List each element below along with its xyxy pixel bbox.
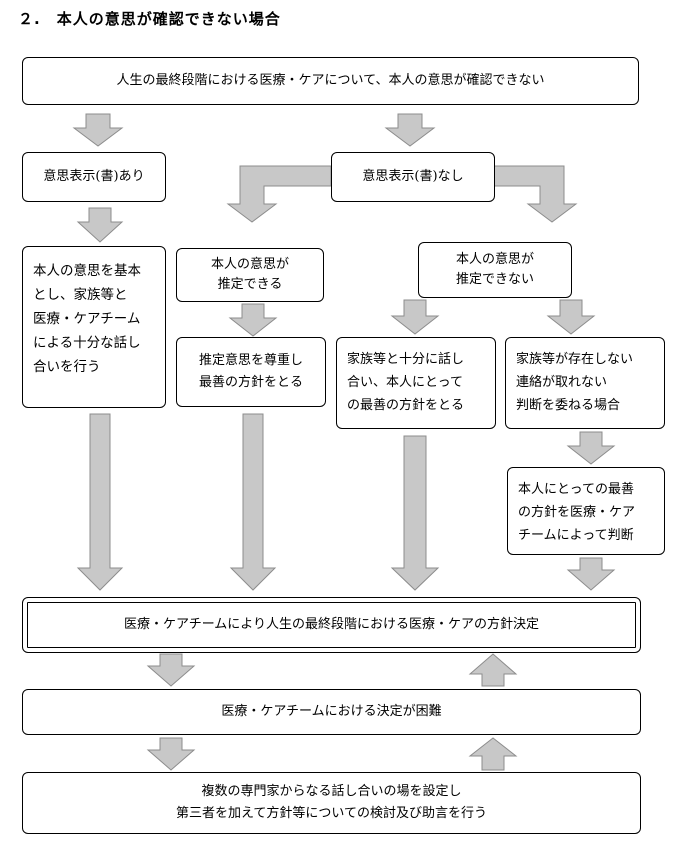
arrow-down-icon bbox=[229, 413, 277, 591]
estimable-line: 本人の意思が bbox=[210, 257, 289, 272]
arrow-down-icon bbox=[566, 557, 616, 591]
not-estimable-line: 本人の意思が bbox=[455, 252, 534, 267]
arrow-up-icon bbox=[468, 737, 518, 771]
decision-difficult-box: 医療・ケアチームにおける決定が困難 bbox=[22, 689, 641, 735]
respect-intent-line: 推定意思を尊重し bbox=[198, 353, 303, 368]
no-family-box: 家族等が存在しない 連絡が取れない 判断を委ねる場合 bbox=[505, 337, 665, 429]
declaration-yes-text: 意思表示(書)あり bbox=[43, 169, 145, 184]
arrow-up-icon bbox=[468, 653, 518, 687]
no-family-line: 家族等が存在しない bbox=[516, 352, 634, 367]
declaration-no-box: 意思表示(書)なし bbox=[331, 152, 495, 202]
declaration-no-text: 意思表示(書)なし bbox=[362, 169, 464, 184]
top-box-text: 人生の最終段階における医療・ケアについて、本人の意思が確認できない bbox=[116, 73, 545, 88]
arrow-down-icon bbox=[76, 207, 124, 243]
arrow-down-icon bbox=[146, 653, 196, 687]
section-heading: ２. 本人の意思が確認できない場合 bbox=[18, 10, 281, 28]
team-judgement-line: チームによって判断 bbox=[518, 528, 634, 543]
estimable-line: 推定できる bbox=[217, 277, 283, 292]
arrow-down-icon bbox=[566, 431, 616, 465]
team-judgement-line: の方針を医療・ケア bbox=[518, 505, 636, 520]
arrow-down-icon bbox=[546, 299, 596, 335]
arrow-down-icon bbox=[390, 299, 440, 335]
respect-intent-line: 最善の方針をとる bbox=[198, 375, 303, 390]
family-discussion-line: 家族等と十分に話し bbox=[347, 352, 465, 367]
arrow-down-icon bbox=[72, 113, 124, 147]
policy-decision-box: 医療・ケアチームにより人生の最終段階における医療・ケアの方針決定 bbox=[22, 597, 641, 653]
arrow-down-icon bbox=[384, 113, 436, 147]
arrow-elbow-right-icon bbox=[493, 165, 578, 223]
family-discussion-box: 家族等と十分に話し 合い、本人にとって の最善の方針をとる bbox=[336, 337, 496, 429]
arrow-elbow-left-icon bbox=[226, 165, 332, 223]
arrow-down-icon bbox=[76, 413, 124, 591]
basic-intent-line: 本人の意思を基本 bbox=[33, 263, 141, 279]
decision-difficult-text: 医療・ケアチームにおける決定が困難 bbox=[221, 704, 442, 719]
arrow-down-icon bbox=[228, 303, 278, 337]
basic-intent-line: 医療・ケアチーム bbox=[33, 311, 141, 327]
team-judgement-box: 本人にとっての最善 の方針を医療・ケア チームによって判断 bbox=[507, 467, 665, 555]
arrow-down-icon bbox=[146, 737, 196, 771]
expert-consultation-line: 複数の専門家からなる話し合いの場を設定し bbox=[201, 784, 462, 799]
expert-consultation-box: 複数の専門家からなる話し合いの場を設定し 第三者を加えて方針等についての検討及び… bbox=[22, 772, 641, 834]
no-family-line: 判断を委ねる場合 bbox=[516, 398, 621, 413]
family-discussion-line: 合い、本人にとって bbox=[347, 375, 463, 390]
family-discussion-line: の最善の方針をとる bbox=[347, 398, 465, 413]
declaration-yes-box: 意思表示(書)あり bbox=[22, 152, 166, 202]
basic-intent-line: による十分な話し bbox=[33, 335, 141, 351]
expert-consultation-line: 第三者を加えて方針等についての検討及び助言を行う bbox=[176, 806, 487, 821]
arrow-down-icon bbox=[390, 435, 440, 591]
not-estimable-line: 推定できない bbox=[455, 272, 534, 287]
team-judgement-line: 本人にとっての最善 bbox=[518, 482, 634, 497]
not-estimable-box: 本人の意思が 推定できない bbox=[418, 242, 572, 298]
basic-intent-box: 本人の意思を基本 とし、家族等と 医療・ケアチーム による十分な話し 合いを行う bbox=[22, 246, 166, 408]
policy-decision-text: 医療・ケアチームにより人生の最終段階における医療・ケアの方針決定 bbox=[123, 617, 540, 632]
top-box: 人生の最終段階における医療・ケアについて、本人の意思が確認できない bbox=[22, 57, 639, 105]
basic-intent-line: とし、家族等と bbox=[33, 287, 128, 303]
basic-intent-line: 合いを行う bbox=[33, 359, 101, 375]
no-family-line: 連絡が取れない bbox=[516, 375, 608, 390]
respect-intent-box: 推定意思を尊重し 最善の方針をとる bbox=[176, 337, 326, 407]
estimable-box: 本人の意思が 推定できる bbox=[176, 248, 324, 302]
